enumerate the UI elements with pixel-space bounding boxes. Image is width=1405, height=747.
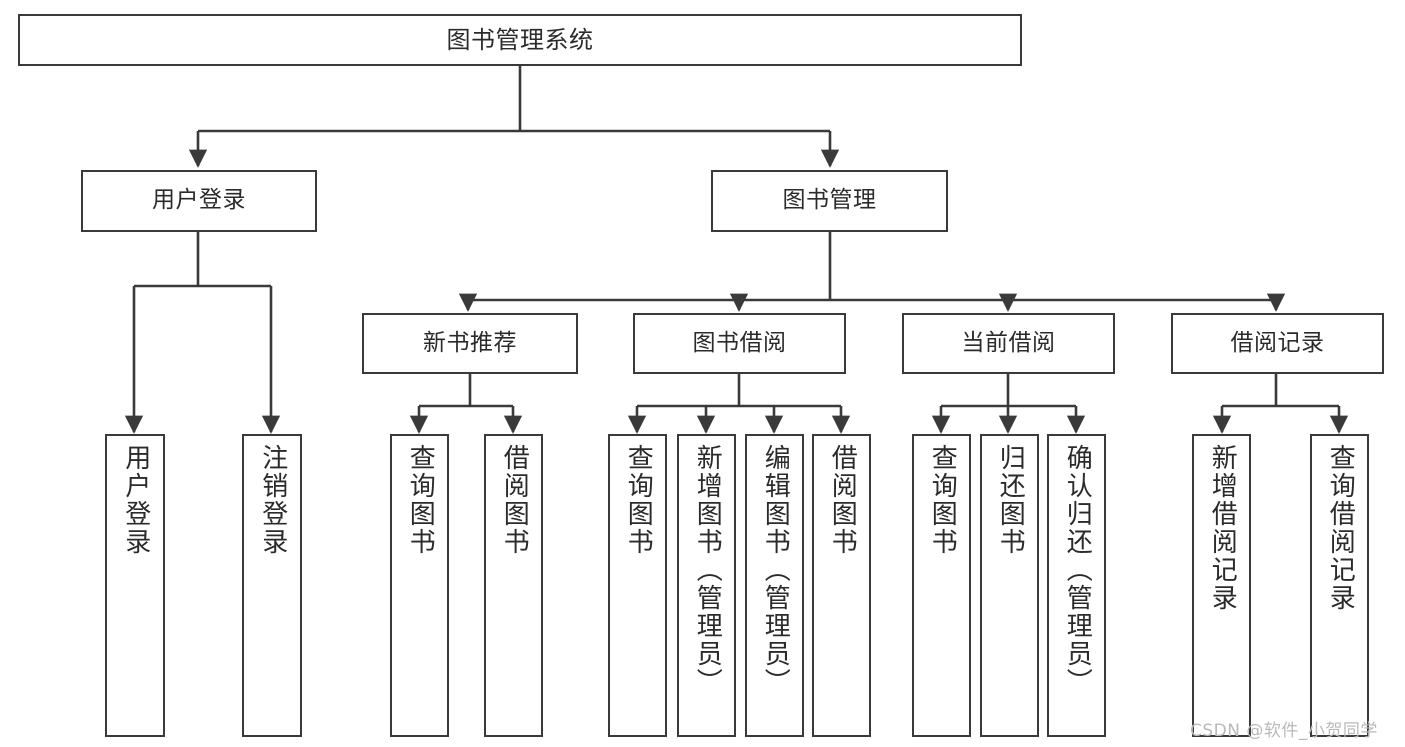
node-label: 图书管理系统 [446, 25, 594, 54]
node-label: 查询图书 [623, 444, 654, 556]
node-root-system[interactable]: 图书管理系统 [18, 14, 1022, 66]
node-label: 图书借阅 [692, 329, 787, 356]
leaf-book-borrow-query-book[interactable]: 查询图书 [608, 434, 667, 737]
leaf-current-borrow-query-book[interactable]: 查询图书 [912, 434, 971, 737]
leaf-book-borrow-add-book-admin[interactable]: 新增图书（管理员） [677, 434, 736, 737]
node-user-login[interactable]: 用户登录 [81, 170, 317, 232]
leaf-book-borrow-borrow-book[interactable]: 借阅图书 [812, 434, 871, 737]
leaf-borrow-record-add-record[interactable]: 新增借阅记录 [1192, 434, 1251, 737]
node-label: 新增借阅记录 [1207, 444, 1238, 612]
node-label: 新增图书（管理员） [692, 444, 723, 696]
leaf-user-login-login[interactable]: 用户登录 [105, 434, 165, 737]
leaf-new-book-query-book[interactable]: 查询图书 [390, 434, 449, 737]
node-label: 新书推荐 [423, 329, 517, 356]
node-label: 查询借阅记录 [1325, 444, 1356, 612]
node-book-borrow[interactable]: 图书借阅 [633, 313, 846, 374]
node-label: 编辑图书（管理员） [760, 444, 791, 696]
leaf-current-borrow-return-book[interactable]: 归还图书 [980, 434, 1039, 737]
node-label: 借阅记录 [1230, 329, 1325, 356]
node-label: 用户登录 [120, 444, 151, 556]
leaf-user-login-logout[interactable]: 注销登录 [242, 434, 302, 737]
leaf-book-borrow-edit-book-admin[interactable]: 编辑图书（管理员） [745, 434, 804, 737]
node-current-borrow[interactable]: 当前借阅 [902, 313, 1115, 374]
node-label: 确认归还（管理员） [1062, 444, 1093, 696]
node-label: 查询图书 [405, 444, 436, 556]
node-book-management[interactable]: 图书管理 [711, 170, 948, 232]
node-label: 当前借阅 [961, 329, 1056, 356]
node-label: 借阅图书 [499, 444, 530, 556]
node-label: 用户登录 [152, 187, 246, 214]
leaf-new-book-borrow-book[interactable]: 借阅图书 [484, 434, 543, 737]
node-borrow-record[interactable]: 借阅记录 [1171, 313, 1384, 374]
leaf-current-borrow-confirm-return-admin[interactable]: 确认归还（管理员） [1047, 434, 1106, 737]
leaf-borrow-record-query-record[interactable]: 查询借阅记录 [1310, 434, 1369, 737]
node-new-book-recommend[interactable]: 新书推荐 [362, 313, 578, 374]
node-label: 注销登录 [257, 444, 288, 556]
csdn-watermark: CSDN @软件_小贺同学 [1190, 721, 1378, 741]
node-label: 图书管理 [782, 187, 877, 214]
node-label: 归还图书 [995, 444, 1026, 556]
node-label: 借阅图书 [827, 444, 858, 556]
node-label: 查询图书 [927, 444, 958, 556]
